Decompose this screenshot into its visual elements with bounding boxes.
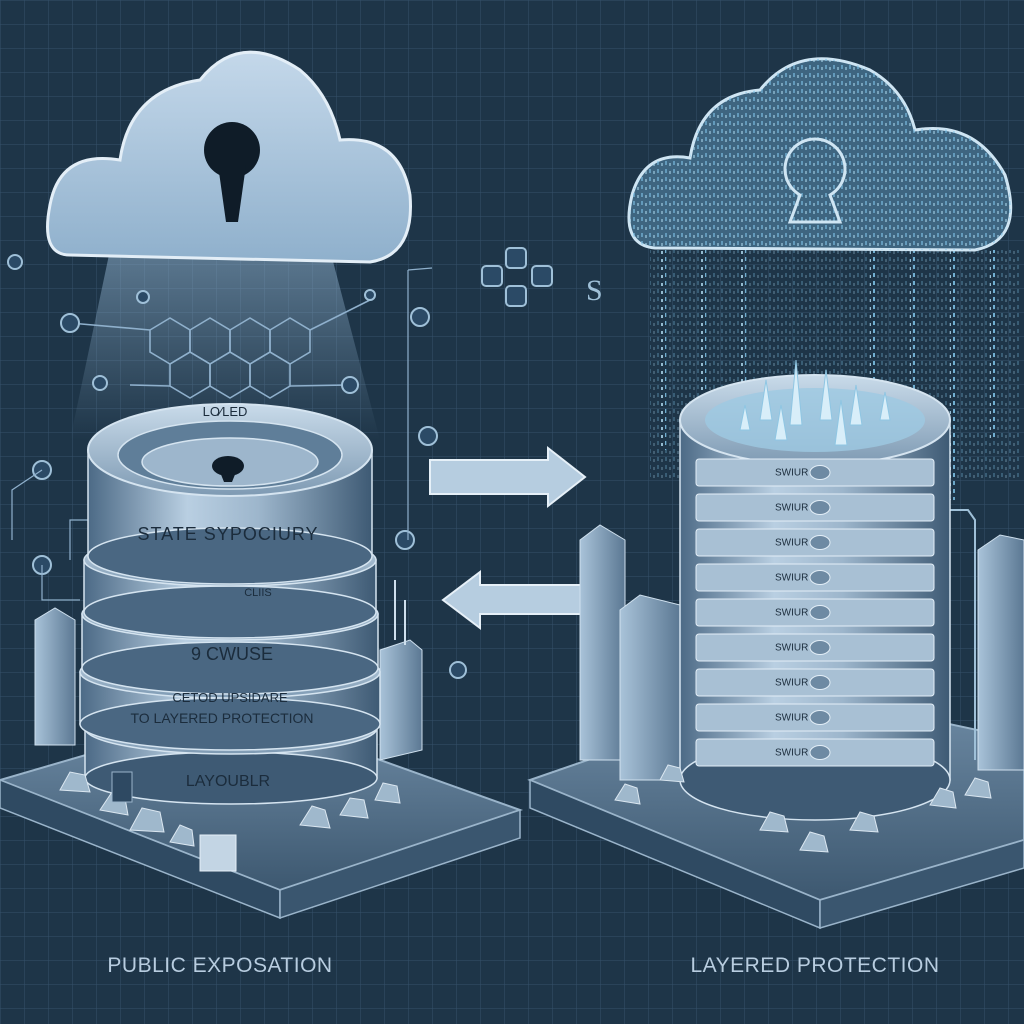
server-led-icon (809, 745, 831, 760)
server-unit-label: SWIUR (775, 468, 808, 479)
server-labels: SWIUR SWIUR SWIUR SWIUR SWIUR SWIUR SWIUR SWIUR… (775, 468, 808, 759)
stack-label-3: 9 CWUSE (191, 644, 273, 664)
stack-label-5: LAYOUBLR (186, 773, 270, 790)
server-led-icon (809, 640, 831, 655)
center-connectors: S (429, 247, 603, 631)
server-led-icon (809, 675, 831, 690)
server-unit-label: SWIUR (775, 713, 808, 724)
stack-label-4b: TO LAYERED PROTECTION (130, 710, 313, 726)
server-stack-icon (679, 359, 951, 821)
server-led-icon (809, 465, 831, 480)
server-unit-label: SWIUR (775, 503, 808, 514)
db-keyhole-icon (212, 456, 244, 482)
server-unit-label: SWIUR (775, 678, 808, 689)
stack-label-2: CLIIS (244, 587, 272, 599)
left-buildings (34, 580, 423, 761)
server-led-icon (809, 710, 831, 725)
stack-label-4a: CETOD UPSIDARE (172, 690, 288, 705)
network-icon (69, 299, 371, 399)
left-stack-labels: LO⁄LED STATE SYPOCIURY CLIIS 9 CWUSE CET… (130, 404, 318, 790)
server-led-icon (809, 535, 831, 550)
stack-label-1: STATE SYPOCIURY (137, 524, 318, 544)
server-unit-label: SWIUR (775, 573, 808, 584)
caption-public-exposation: PUBLIC EXPOSATION (107, 954, 333, 977)
small-node-cluster (481, 247, 553, 307)
arrow-left-icon (441, 569, 596, 631)
server-led-icon (809, 605, 831, 620)
caption-layered-protection: LAYERED PROTECTION (690, 954, 940, 977)
keyhole-icon (783, 137, 847, 224)
circuit-lines (11, 267, 433, 601)
stack-label-top: LO⁄LED (203, 404, 248, 419)
cloud-icon (627, 57, 1013, 252)
network-nodes (7, 254, 467, 679)
server-unit-label: SWIUR (775, 538, 808, 549)
right-panel (527, 57, 1024, 930)
left-panel (0, 50, 524, 920)
small-boxes (111, 771, 237, 872)
server-led-icon (809, 570, 831, 585)
server-unit-label: SWIUR (775, 643, 808, 654)
server-unit-label: SWIUR (775, 608, 808, 619)
arrow-right-icon (429, 445, 587, 509)
server-led-icon (809, 500, 831, 515)
db-layer-1 (87, 403, 373, 585)
server-unit-label: SWIUR (775, 748, 808, 759)
crystal-spikes (739, 359, 891, 446)
database-icon (79, 403, 381, 805)
rocks-right (614, 764, 992, 853)
keyhole-icon (204, 122, 260, 222)
server-units (695, 458, 935, 767)
small-glyph: S (586, 274, 603, 307)
